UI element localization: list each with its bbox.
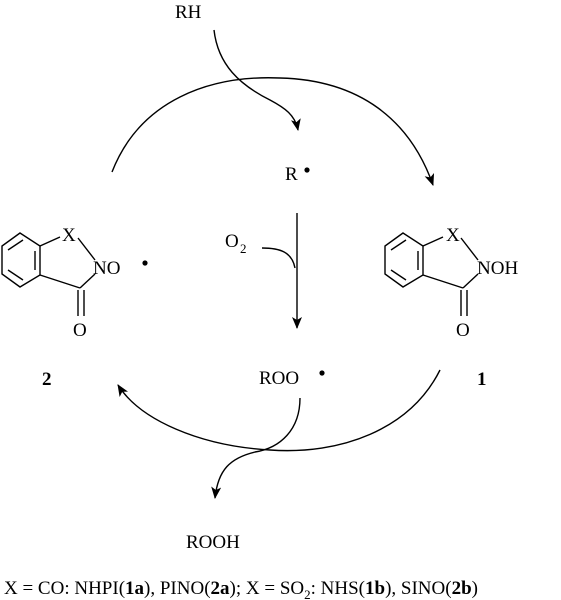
caption-2a: 2a bbox=[211, 578, 231, 599]
peroxyl-radical-label: ROO bbox=[259, 368, 299, 389]
peroxyl-radical-dot bbox=[319, 370, 325, 376]
left-ring-bond-bottom bbox=[39, 274, 81, 289]
caption-part-5: ), SINO( bbox=[385, 578, 452, 599]
caption-part-6: ) bbox=[472, 578, 478, 599]
compound-2-number: 2 bbox=[42, 369, 52, 390]
right-ring-bond-top bbox=[422, 236, 444, 247]
product-label: ROOH bbox=[186, 532, 240, 553]
caption-part-1: X = CO: NHPI( bbox=[4, 578, 125, 599]
caption-1a: 1a bbox=[125, 578, 145, 599]
alkyl-radical-dot bbox=[304, 167, 310, 173]
rh-entry-arrow bbox=[213, 29, 301, 131]
right-n-c-bond bbox=[462, 273, 479, 289]
oxygen-subscript: 2 bbox=[240, 241, 247, 256]
caption-part-2: ), PINO( bbox=[144, 578, 211, 599]
caption-1b: 1b bbox=[365, 578, 385, 599]
rh-label: RH bbox=[175, 2, 202, 23]
left-n-c-bond bbox=[79, 273, 96, 289]
left-no-label: NO bbox=[93, 258, 120, 279]
right-x-n-bond bbox=[460, 237, 479, 261]
oxygen-label: O bbox=[225, 231, 239, 252]
right-ring-bond-bottom bbox=[422, 274, 464, 289]
alkyl-radical-label: R bbox=[285, 164, 298, 185]
bottom-cycle-arrow bbox=[117, 369, 441, 452]
product-exit-arrow bbox=[211, 397, 301, 499]
caption: X = CO: NHPI(1a), PINO(2a); X = SO2: NHS… bbox=[4, 578, 478, 600]
right-double-bond-1 bbox=[390, 239, 407, 251]
right-x-label: X bbox=[446, 225, 460, 246]
caption-part-4: : NHS( bbox=[311, 578, 365, 599]
left-structure-2: X NO O 2 bbox=[1, 225, 148, 390]
left-double-bond-2 bbox=[7, 269, 24, 281]
left-ring-bond-top bbox=[39, 236, 61, 247]
left-double-bond-1 bbox=[7, 239, 24, 251]
compound-1-number: 1 bbox=[477, 369, 487, 390]
left-carbonyl-o: O bbox=[73, 320, 87, 341]
left-x-n-bond bbox=[77, 237, 96, 261]
left-x-label: X bbox=[62, 225, 76, 246]
right-carbonyl-o: O bbox=[456, 320, 470, 341]
top-cycle-arrow bbox=[111, 77, 435, 186]
caption-so2-subscript: 2 bbox=[304, 587, 311, 600]
left-radical-dot bbox=[142, 260, 148, 266]
right-noh-label: NOH bbox=[477, 258, 518, 279]
caption-part-3: ); X = SO bbox=[230, 578, 305, 599]
right-structure-1: X NOH O 1 bbox=[384, 225, 518, 390]
right-double-bond-2 bbox=[390, 269, 407, 281]
oxygen-entry-curve bbox=[261, 247, 296, 269]
caption-2b: 2b bbox=[452, 578, 472, 599]
